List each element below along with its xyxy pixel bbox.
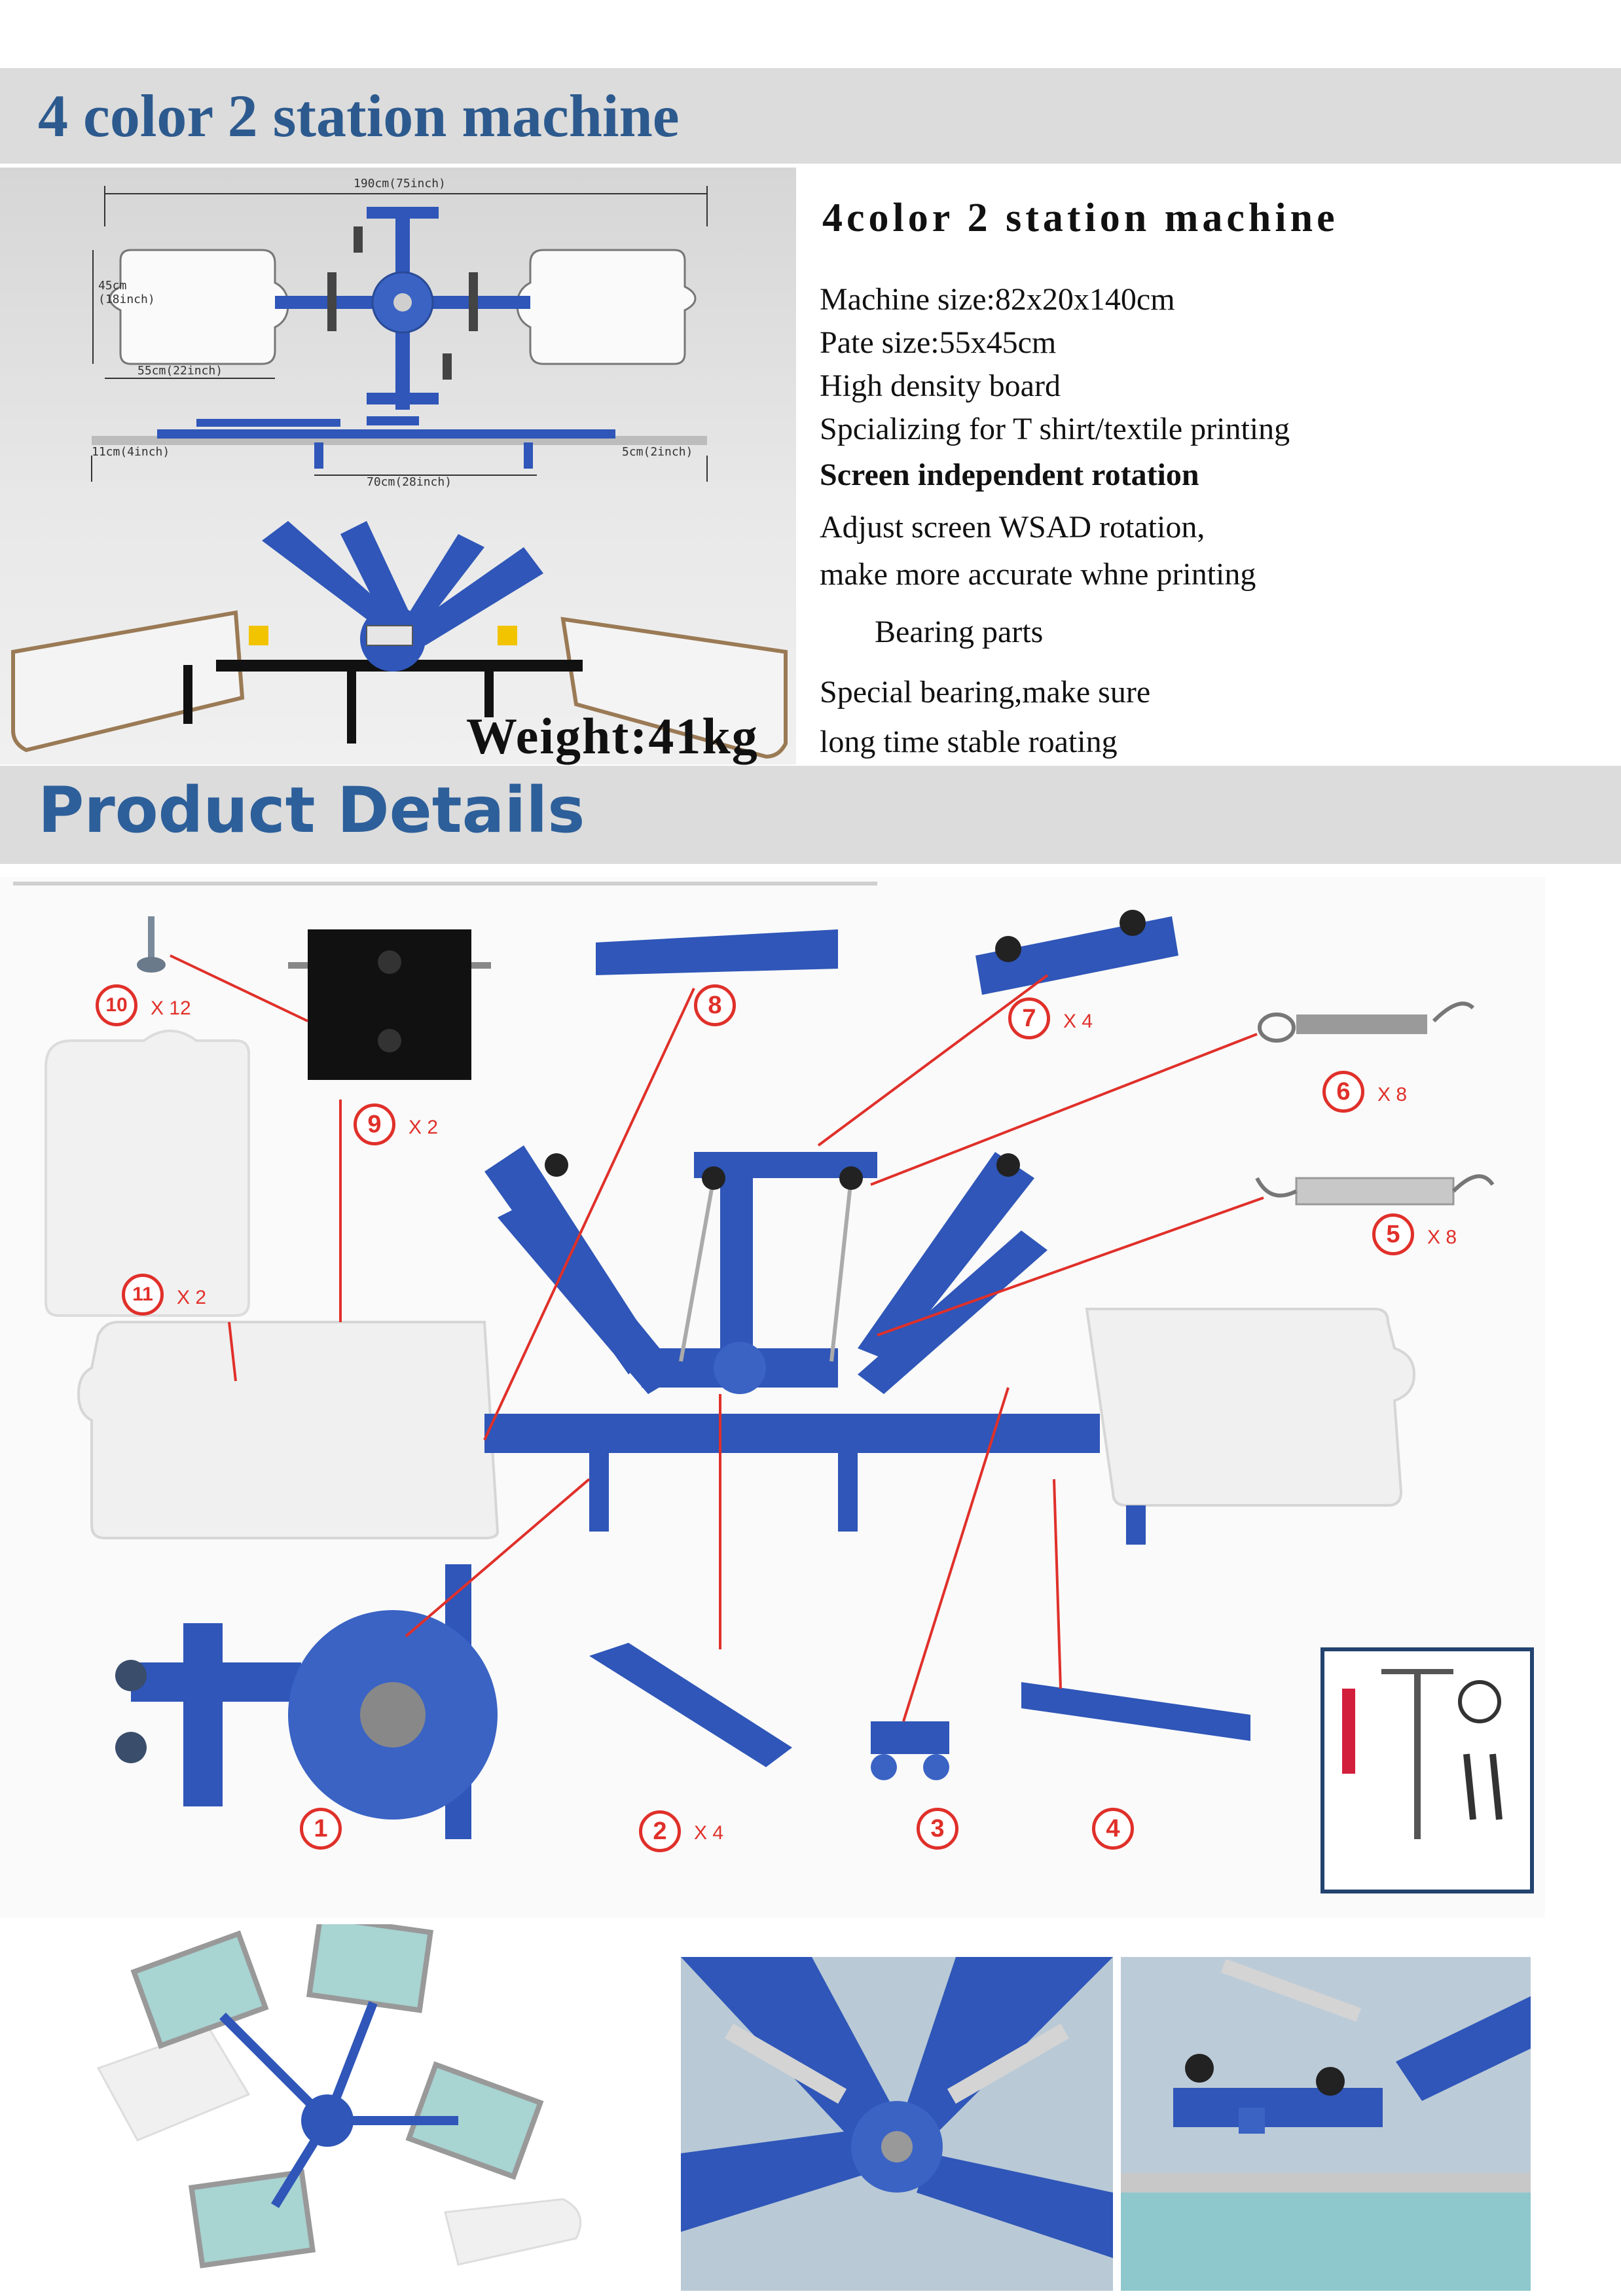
part-10-screw <box>137 916 166 973</box>
part-7-badge: 7 <box>1008 997 1050 1039</box>
photo-machine-with-screens <box>79 1924 628 2291</box>
assembled-machine <box>77 1145 1416 1545</box>
part-3-roller <box>871 1721 949 1780</box>
part-2-arm <box>589 1643 792 1767</box>
part-6-qty: X 8 <box>1377 1084 1408 1105</box>
hub-closeup-illustration <box>681 1957 1113 2291</box>
spec-rotation-title: Screen independent rotation <box>820 457 1199 492</box>
part-1-badge: 1 <box>300 1808 342 1850</box>
parts-diagram-panel: 1 2 X 4 3 4 5 X 8 6 X 8 7 X 4 8 9 X 2 10… <box>0 877 1545 1918</box>
callout-arrows <box>170 954 1264 1722</box>
overall-width-label: 190cm(75inch) <box>354 177 446 190</box>
machine-drawing-panel: 190cm(75inch) 45cm (18inch) 55cm(22inch)… <box>0 168 796 764</box>
plate-height-label: 45cm (18inch) <box>98 279 155 306</box>
part-5-qty: X 8 <box>1427 1227 1457 1248</box>
part-2-qty: X 4 <box>694 1822 724 1844</box>
tools-kit <box>1320 1647 1534 1893</box>
part-3-badge: 3 <box>917 1808 958 1850</box>
machine-photo <box>11 521 788 759</box>
spec-plate-size: Pate size:55x45cm <box>820 325 1057 360</box>
part-4-rail <box>1021 1682 1250 1741</box>
parts-exploded-diagram <box>13 882 1534 1893</box>
spec-bearing-title: Bearing parts <box>875 615 1044 649</box>
spec-board: High density board <box>820 368 1061 403</box>
part-5-spring <box>1255 1174 1495 1206</box>
part-10-badge: 10 <box>96 984 137 1026</box>
part-6-badge: 6 <box>1322 1071 1364 1113</box>
part-5-badge: 5 <box>1372 1213 1414 1255</box>
spec-bearing-desc-2: long time stable roating <box>820 725 1118 759</box>
details-title: Product Details <box>38 774 585 847</box>
part-8-beam <box>596 929 838 975</box>
spec-usage: Spcializing for T shirt/textile printing <box>820 412 1290 446</box>
title-banner <box>0 68 1621 164</box>
spec-rotation-desc-1: Adjust screen WSAD rotation, <box>820 510 1205 545</box>
clamp-closeup-illustration <box>1121 1957 1531 2291</box>
right-height-label: 5cm(2inch) <box>622 445 693 459</box>
part-11-pallet <box>45 1030 250 1317</box>
left-height-label: 11cm(4inch) <box>92 445 170 459</box>
part-11-qty: X 2 <box>177 1287 207 1308</box>
spec-heading: 4color 2 station machine <box>822 196 1339 240</box>
part-9-badge: 9 <box>354 1103 395 1145</box>
part-9-qty: X 2 <box>409 1117 439 1138</box>
part-2-badge: 2 <box>639 1810 681 1852</box>
arm-length-label: 70cm(28inch) <box>367 475 452 489</box>
plate-width-label: 55cm(22inch) <box>137 364 223 378</box>
spec-bearing-desc-1: Special bearing,make sure <box>820 675 1151 709</box>
part-7-clamp <box>975 910 1178 995</box>
part-9-block <box>288 929 491 1080</box>
details-banner <box>0 766 1621 864</box>
page-title: 4 color 2 station machine <box>38 82 680 149</box>
machine-top-view-drawing <box>11 186 788 759</box>
part-6-turnbuckle <box>1258 1001 1475 1043</box>
part-7-qty: X 4 <box>1063 1011 1093 1032</box>
part-4-badge: 4 <box>1092 1808 1134 1850</box>
spec-machine-size: Machine size:82x20x140cm <box>820 282 1175 317</box>
part-11-badge: 11 <box>122 1274 164 1316</box>
photo-hub-closeup <box>681 1957 1113 2291</box>
weight-label: Weight:41kg <box>466 708 759 764</box>
part-1-hub <box>115 1564 498 1839</box>
photo-clamp-closeup <box>1121 1957 1531 2291</box>
part-10-qty: X 12 <box>151 997 191 1019</box>
machine-screens-illustration <box>96 1924 582 2269</box>
spec-rotation-desc-2: make more accurate whne printing <box>820 557 1256 592</box>
part-8-badge: 8 <box>694 984 736 1026</box>
